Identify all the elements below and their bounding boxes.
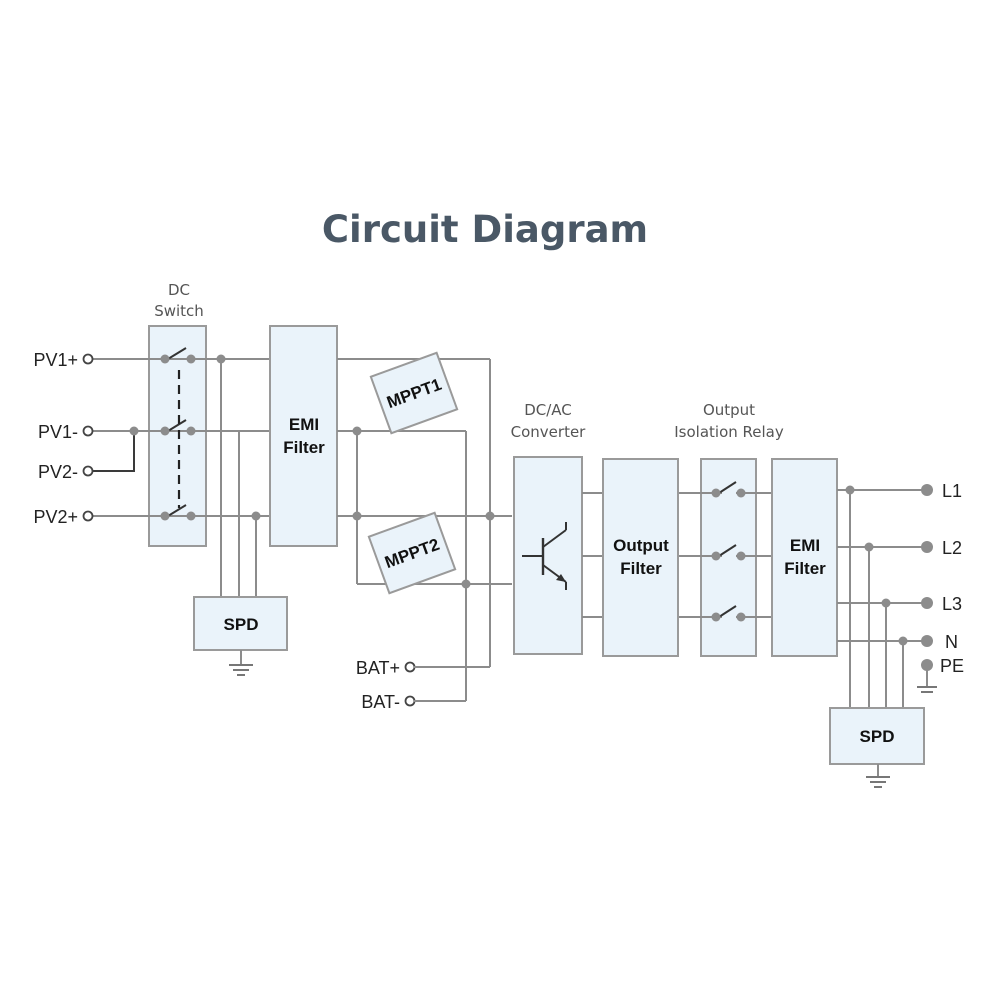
label-l3: L3: [942, 594, 962, 614]
mppt1-block: [369, 351, 459, 435]
emi-filter-in-box: [269, 325, 338, 547]
caption-dc-ac-converter: DC/AC Converter: [511, 401, 587, 441]
ground-icon: [229, 650, 253, 676]
label-spd-left: SPD: [224, 615, 259, 634]
svg-text:Converter: Converter: [511, 423, 587, 441]
label-pv2-pos: PV2+: [33, 507, 78, 527]
label-spd-right: SPD: [860, 727, 895, 746]
svg-text:Filter: Filter: [283, 438, 325, 457]
svg-text:EMI: EMI: [790, 536, 820, 555]
emi-filter-out-box: [771, 458, 838, 657]
ground-icon: [866, 764, 890, 788]
output-wiring: [837, 485, 937, 708]
svg-text:DC: DC: [168, 281, 190, 299]
svg-text:EMI: EMI: [289, 415, 319, 434]
svg-text:Filter: Filter: [620, 559, 662, 578]
dc-switch-contacts: [129, 347, 215, 521]
label-pv2-neg: PV2-: [38, 462, 78, 482]
dc-bus-wiring: [337, 358, 512, 702]
label-pv1-pos: PV1+: [33, 350, 78, 370]
relay-contacts: [692, 480, 765, 622]
dc-ac-converter-box: [513, 456, 583, 655]
input-terminals: [82, 353, 420, 707]
label-output-filter: Output Filter: [613, 536, 669, 578]
svg-text:DC/AC: DC/AC: [524, 401, 572, 419]
page-title: Circuit Diagram: [321, 208, 649, 251]
output-filter-box: [602, 458, 679, 657]
label-bat-pos: BAT+: [356, 658, 400, 678]
label-pv1-neg: PV1-: [38, 422, 78, 442]
svg-text:Switch: Switch: [154, 302, 204, 320]
caption-dc-switch: DC Switch: [154, 281, 204, 320]
label-emi-filter-out: EMI Filter: [784, 536, 826, 578]
label-l2: L2: [942, 538, 962, 558]
mppt2-block: [367, 511, 457, 595]
transistor-icon: [522, 522, 567, 590]
spd-left-box: [193, 596, 288, 651]
label-n: N: [945, 632, 958, 652]
label-pe: PE: [940, 656, 964, 676]
svg-text:Filter: Filter: [784, 559, 826, 578]
svg-text:Isolation Relay: Isolation Relay: [674, 423, 784, 441]
caption-output-isolation-relay: Output Isolation Relay: [674, 401, 784, 441]
svg-text:Output: Output: [703, 401, 755, 419]
label-emi-filter-in: EMI Filter: [283, 415, 325, 457]
output-terminals: [921, 484, 933, 671]
label-l1: L1: [942, 481, 962, 501]
label-bat-neg: BAT-: [361, 692, 400, 712]
svg-text:Output: Output: [613, 536, 669, 555]
spd-left-wiring: [216, 354, 261, 597]
